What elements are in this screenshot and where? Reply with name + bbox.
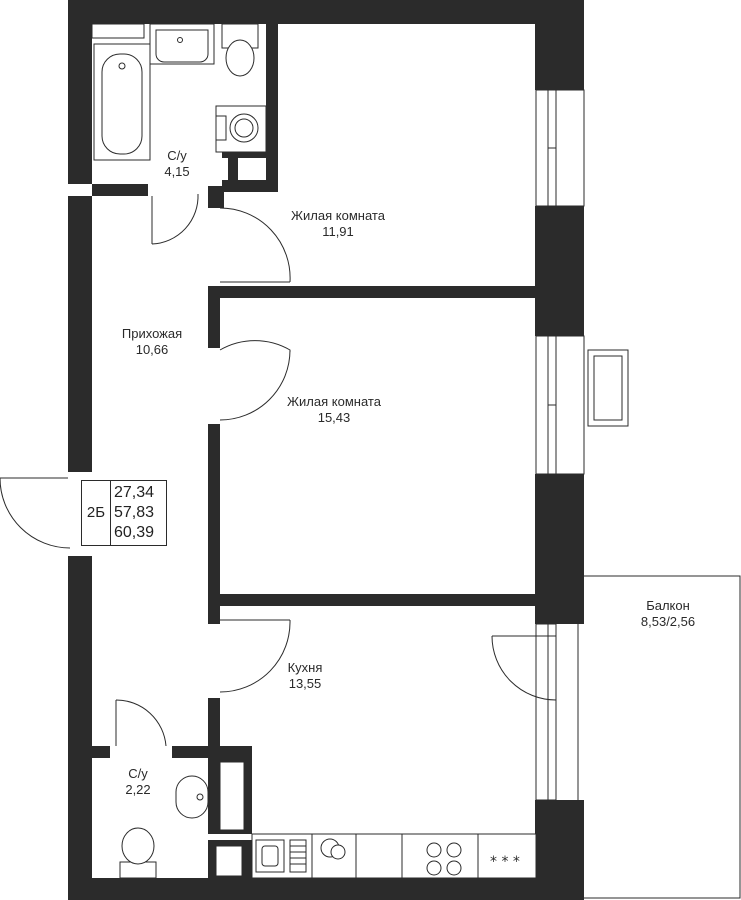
room-area: 13,55 [288,676,322,691]
balcony-outline [555,575,741,899]
room-area: 2,22 [125,782,151,797]
fixtures: * * * [91,23,537,879]
room-name: Балкон [646,598,690,613]
room-label-balcony: Балкон 8,53/2,56 [641,598,695,630]
room-name: С/у [167,148,187,163]
total-area-value: 57,83 [114,504,155,521]
room-label-living-room-2: Жилая комната 15,43 [287,394,381,426]
room-name: Кухня [287,660,323,675]
room-area: 10,66 [135,342,169,357]
room-name: Жилая комната [291,208,385,223]
room-area: 8,53/2,56 [640,614,696,629]
outer-walls [68,0,584,900]
room-area: 4,15 [164,164,190,179]
room-label-kitchen: Кухня 13,55 [288,660,323,692]
room-area: 11,91 [322,224,354,239]
room-label-bathroom-1: С/у 4,15 [164,148,189,180]
room-name: С/у [128,766,148,781]
room-label-hallway: Прихожая 10,66 [122,326,182,358]
room-name: Жилая комната [287,394,381,409]
room-label-living-room-1: Жилая комната 11,91 [291,208,385,240]
room-name: Прихожая [121,326,183,341]
room-label-bathroom-2: С/у 2,22 [125,766,150,798]
total-with-balcony-value: 60,39 [114,524,155,541]
svg-text:* * *: * * * [490,854,520,870]
room-area: 15,43 [317,410,351,425]
living-area-value: 27,34 [114,484,155,501]
windows [535,89,629,801]
apartment-type: 2Б [82,481,111,545]
inner-walls [92,24,584,878]
doors [0,193,557,747]
apartment-summary: 2Б 27,34 57,83 60,39 [81,480,167,546]
